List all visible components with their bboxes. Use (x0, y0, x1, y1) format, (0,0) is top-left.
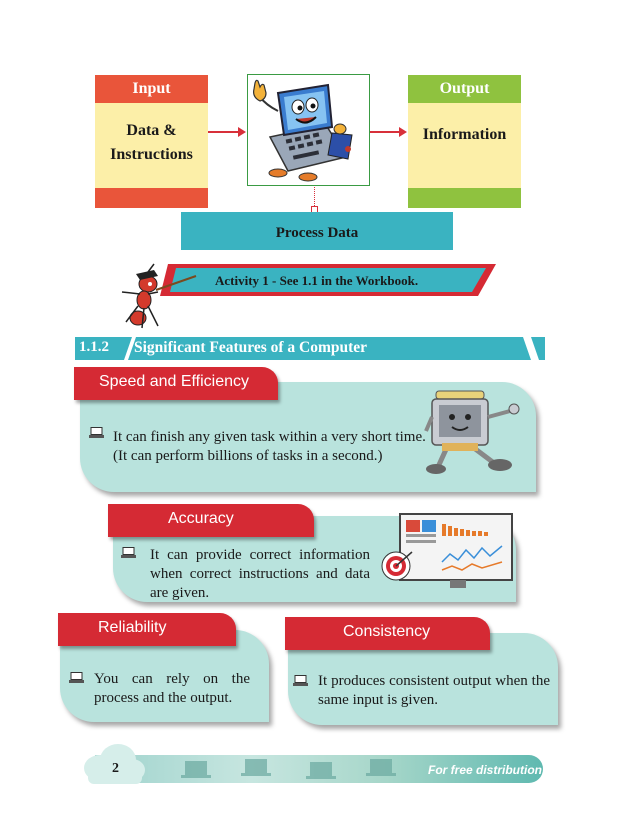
input-text: Data & Instructions (95, 119, 208, 167)
cartoon-computer-icon (253, 79, 353, 182)
consistency-text: It produces consistent output when the s… (318, 673, 550, 708)
speed-text-line2: (It can perform billions of tasks in a s… (113, 448, 383, 464)
output-box: Output Information (408, 75, 521, 208)
speed-text: It can finish any given task within a ve… (113, 428, 443, 466)
input-to-process-arrow (208, 127, 246, 137)
accuracy-tab: Accuracy (108, 504, 314, 537)
output-footer-strip (408, 188, 521, 208)
cloud-icon (84, 744, 145, 784)
ant-mascot-icon (121, 263, 197, 329)
laptop-bullet-icon (69, 672, 84, 683)
output-heading: Output (408, 75, 521, 103)
computer-illustration-box (247, 74, 370, 186)
section-header-bar (75, 337, 545, 360)
laptop-bullet-icon (121, 547, 136, 558)
input-heading: Input (95, 75, 208, 103)
accuracy-text: It can provide correct information when … (150, 547, 370, 601)
input-text-line1: Data & (126, 122, 177, 139)
section-number: 1.1.2 (79, 339, 109, 355)
monitor-target-icon (381, 513, 513, 588)
page-number: 2 (112, 761, 119, 776)
footer-laptops-decoration (181, 759, 396, 779)
input-box: Input Data & Instructions (95, 75, 208, 208)
laptop-bullet-icon (293, 675, 308, 686)
footer-text: For free distribution (428, 763, 542, 777)
reliability-text: You can rely on the process and the outp… (94, 671, 250, 706)
running-computer-icon (424, 390, 520, 474)
process-connector-line (314, 187, 315, 208)
consistency-tab: Consistency (285, 617, 490, 650)
activity-banner (160, 264, 496, 296)
input-text-line2: Instructions (110, 146, 193, 163)
reliability-tab: Reliability (58, 613, 236, 646)
speed-text-line1: It can finish any given task within a ve… (113, 429, 426, 445)
section-title: Significant Features of a Computer (134, 339, 368, 356)
laptop-bullet-icon (89, 427, 104, 438)
activity-text: Activity 1 - See 1.1 in the Workbook. (215, 273, 419, 288)
input-footer-strip (95, 188, 208, 208)
output-text: Information (422, 126, 507, 143)
process-to-output-arrow (370, 127, 407, 137)
process-data-box: Process Data (181, 212, 453, 250)
footer-bar (95, 755, 543, 783)
speed-tab: Speed and Efficiency (74, 367, 278, 400)
